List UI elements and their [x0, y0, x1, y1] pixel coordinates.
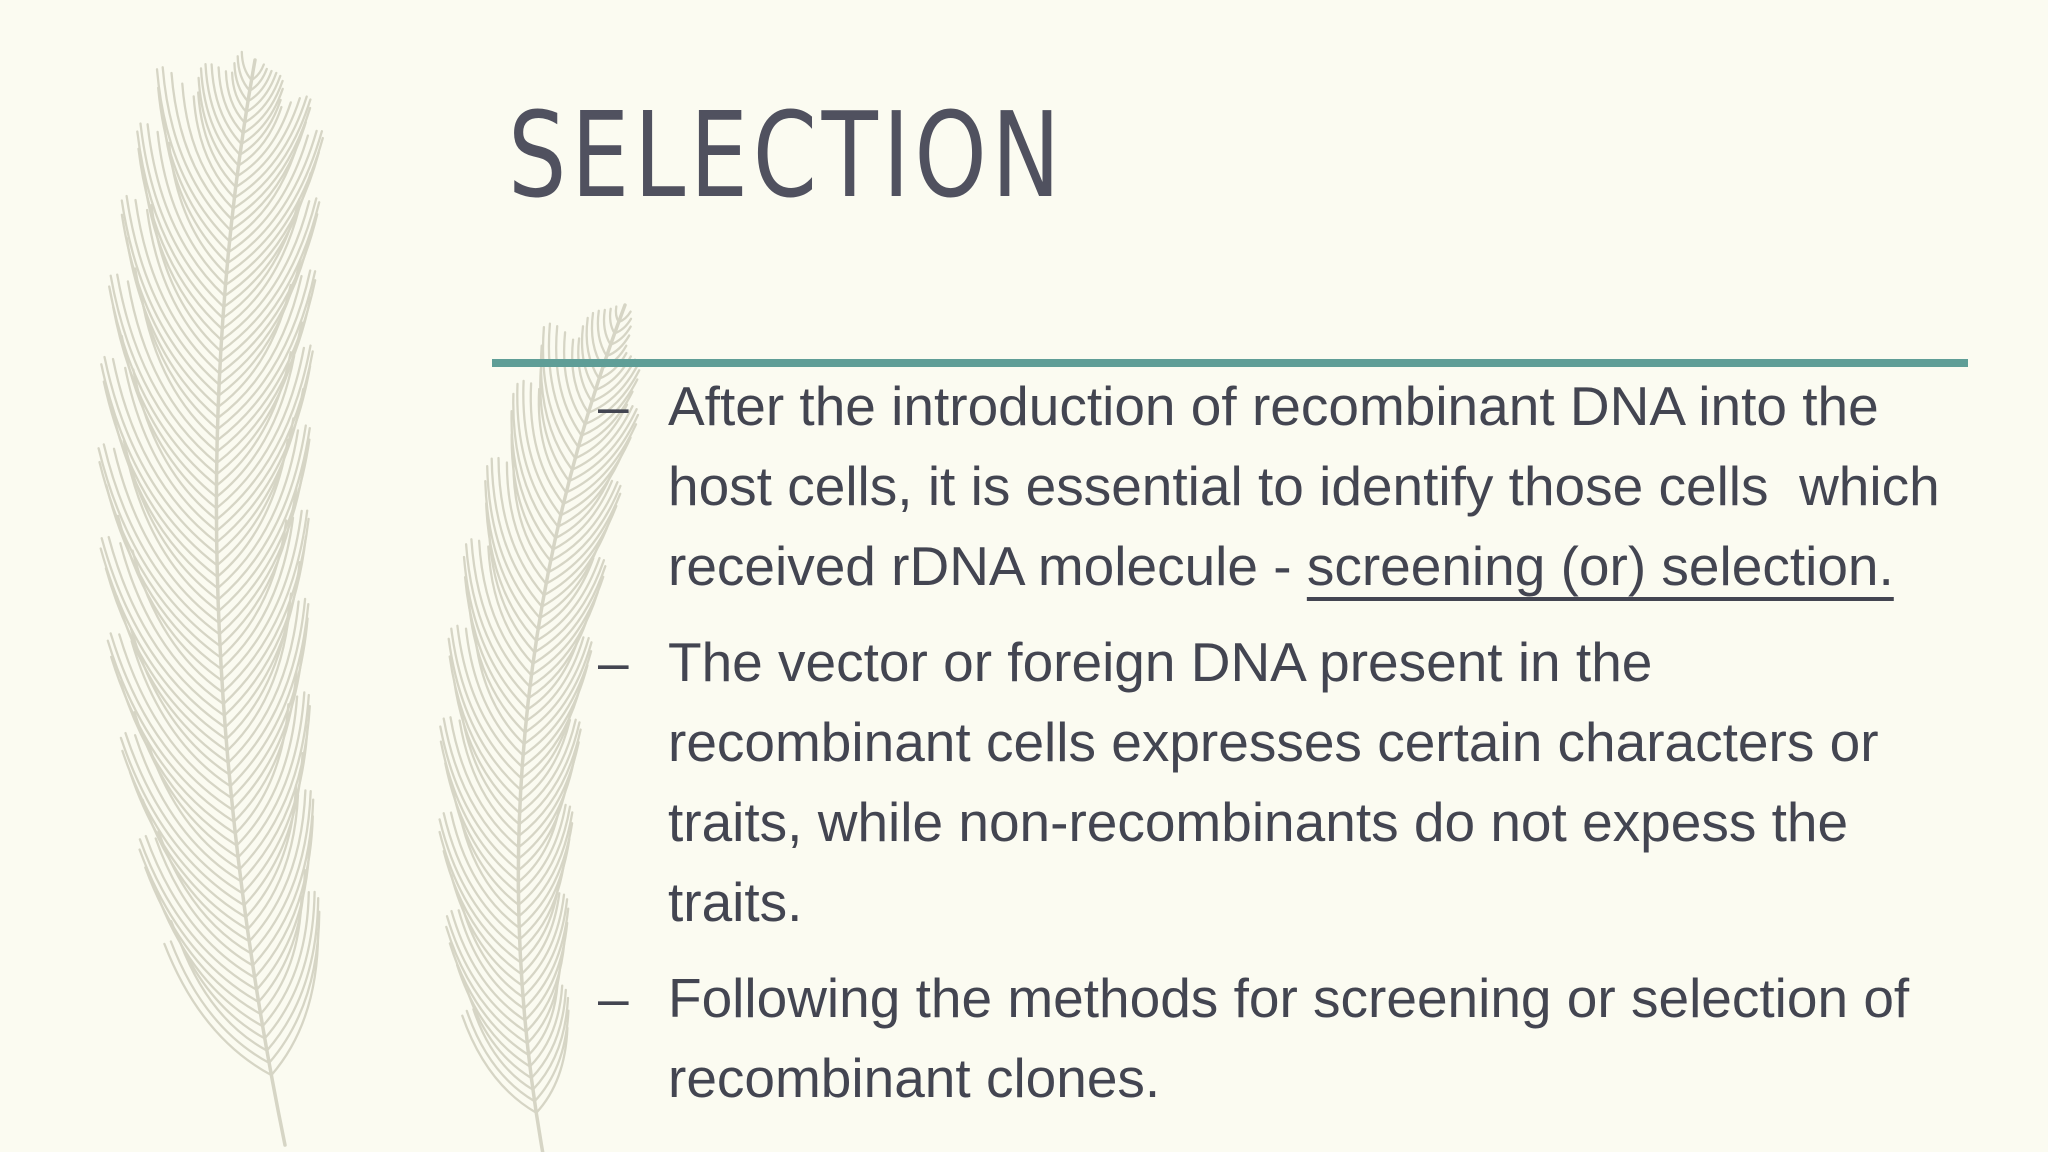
bullet-dash: – [598, 375, 629, 437]
bullet-item: –The vector or foreign DNA present in th… [598, 622, 1988, 942]
bullet-item: –Following the methods for screening or … [598, 958, 1988, 1118]
slide-title: SELECTION [508, 86, 1066, 224]
bullet-item: –After the introduction of recombinant D… [598, 366, 1988, 606]
bullet-text: After the introduction of recombinant DN… [668, 375, 1940, 597]
bullet-text: Following the methods for screening or s… [668, 967, 1910, 1109]
bullet-dash: – [598, 967, 629, 1029]
underlined-phrase: screening (or) selection. [1306, 535, 1894, 597]
bullet-text: The vector or foreign DNA present in the… [668, 631, 1879, 933]
bullet-dash: – [598, 631, 629, 693]
title-divider-line [492, 359, 1968, 367]
bullet-list: –After the introduction of recombinant D… [598, 366, 1988, 1118]
